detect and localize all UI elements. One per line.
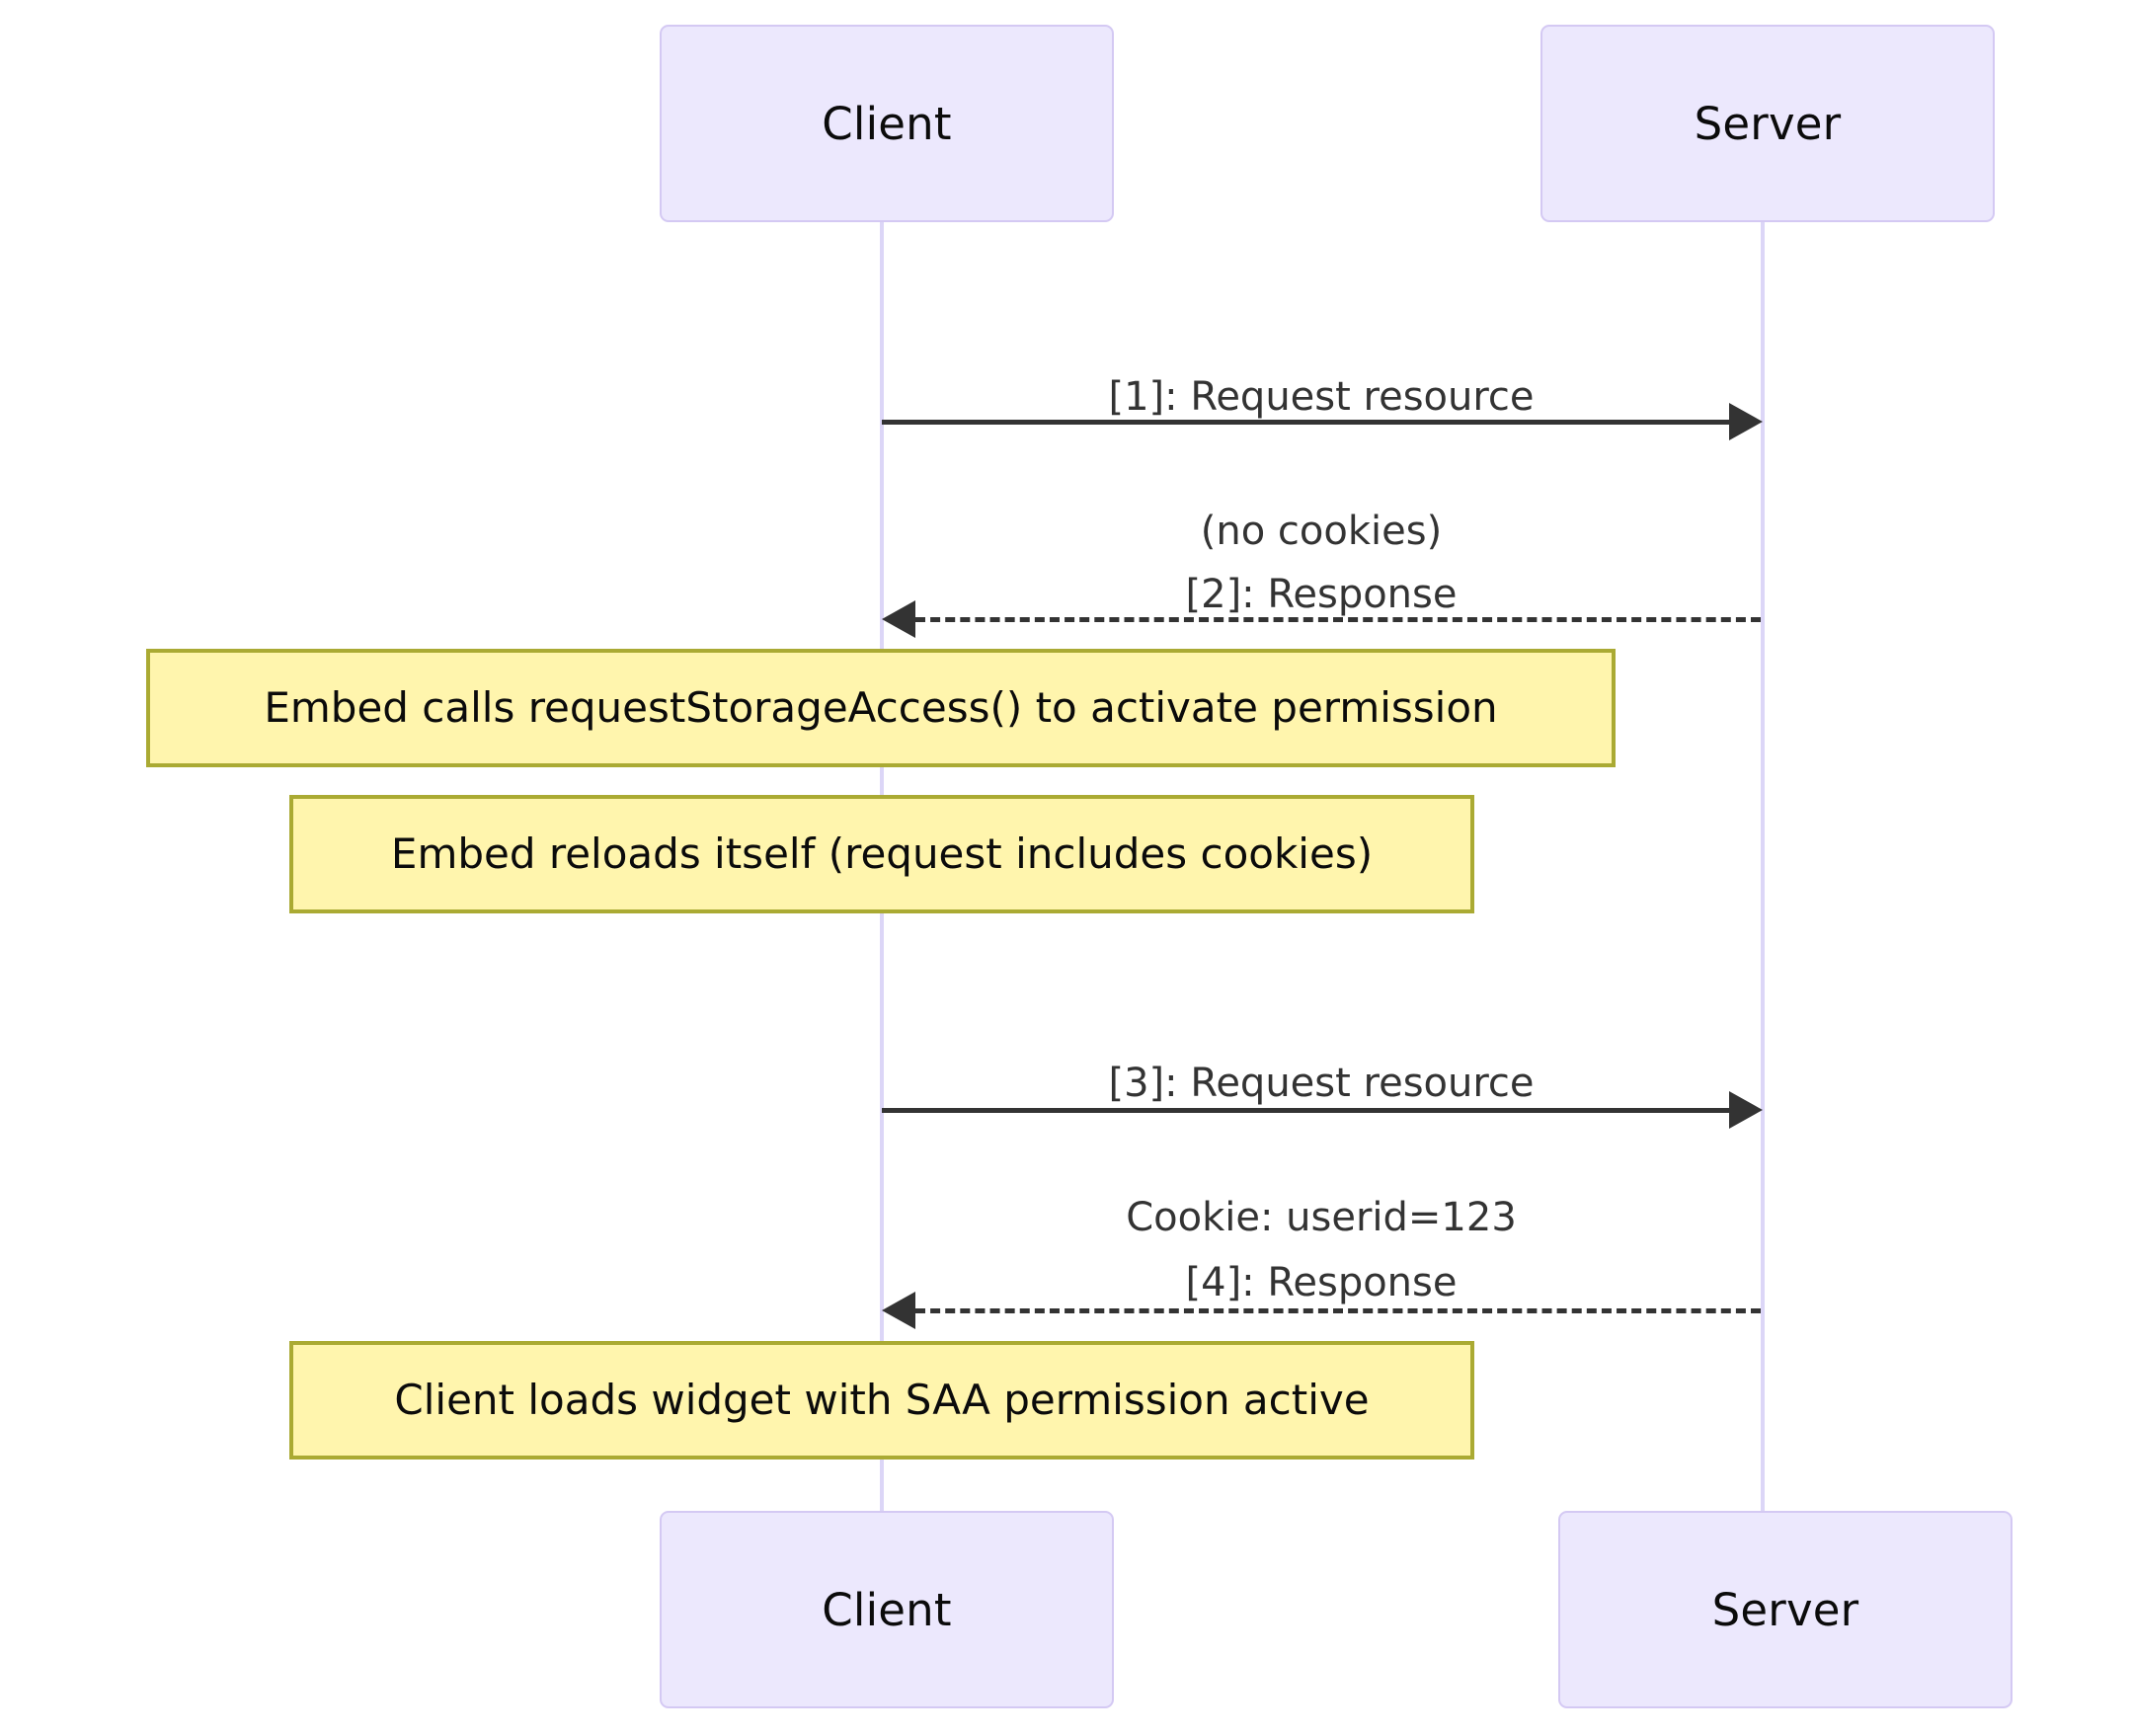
message-2-line1: [2]: Response bbox=[1185, 572, 1458, 618]
lifeline-server bbox=[1761, 222, 1765, 1513]
actor-server-bottom[interactable]: Server bbox=[1558, 1511, 2013, 1708]
message-2-arrowhead-icon bbox=[882, 600, 915, 638]
actor-client-top-label: Client bbox=[822, 97, 952, 150]
message-1-line1: [1]: Request resource bbox=[1108, 374, 1535, 421]
note-2: Embed reloads itself (request includes c… bbox=[289, 795, 1474, 913]
message-1-arrowhead-icon bbox=[1729, 403, 1763, 440]
note-1: Embed calls requestStorageAccess() to ac… bbox=[146, 649, 1616, 767]
actor-client-bottom[interactable]: Client bbox=[660, 1511, 1114, 1708]
message-4-line bbox=[915, 1308, 1761, 1313]
message-3-arrowhead-icon bbox=[1729, 1091, 1763, 1129]
message-4-line1: [4]: Response bbox=[1185, 1260, 1458, 1306]
message-2-line bbox=[915, 617, 1761, 622]
message-3-line1: [3]: Request resource bbox=[1108, 1061, 1535, 1107]
message-3-label: [3]: Request resource Cookie: userid=123 bbox=[882, 973, 1761, 1330]
note-3: Client loads widget with SAA permission … bbox=[289, 1341, 1474, 1460]
message-1-line bbox=[882, 420, 1729, 425]
actor-server-top-label: Server bbox=[1694, 97, 1842, 150]
message-1-label: [1]: Request resource (no cookies) bbox=[882, 286, 1761, 644]
message-1-line2: (no cookies) bbox=[1200, 508, 1443, 554]
actor-client-top[interactable]: Client bbox=[660, 25, 1114, 222]
message-3-line2: Cookie: userid=123 bbox=[1126, 1194, 1517, 1240]
message-4-arrowhead-icon bbox=[882, 1292, 915, 1329]
note-3-text: Client loads widget with SAA permission … bbox=[394, 1375, 1370, 1424]
actor-server-bottom-label: Server bbox=[1711, 1583, 1859, 1636]
note-2-text: Embed reloads itself (request includes c… bbox=[390, 829, 1374, 878]
note-1-text: Embed calls requestStorageAccess() to ac… bbox=[264, 682, 1498, 732]
actor-server-top[interactable]: Server bbox=[1540, 25, 1995, 222]
message-3-line bbox=[882, 1108, 1729, 1113]
actor-client-bottom-label: Client bbox=[822, 1583, 952, 1636]
